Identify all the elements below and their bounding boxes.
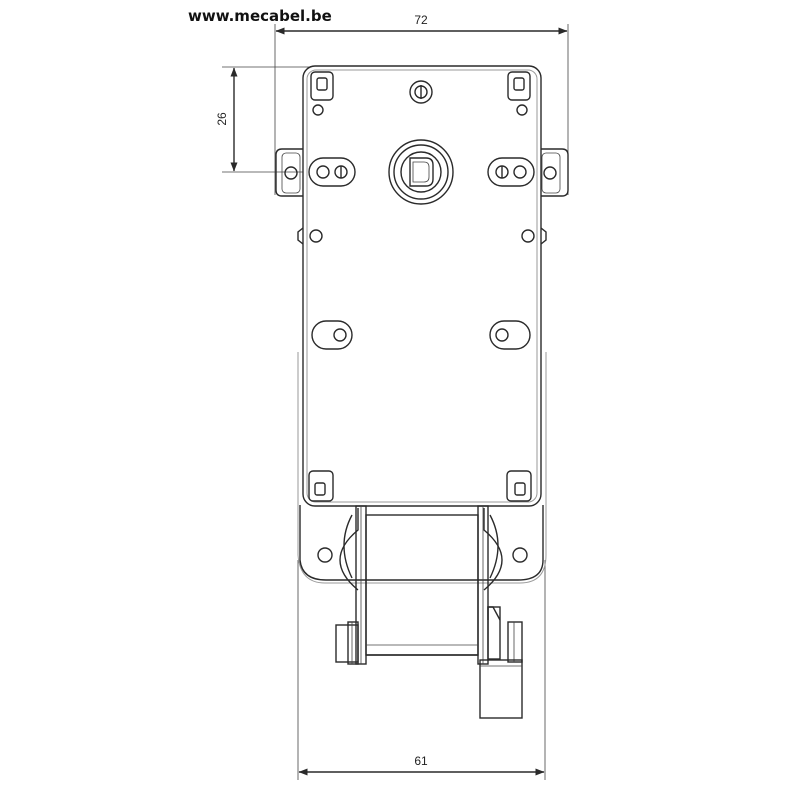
mount-hole-bottom-right xyxy=(512,547,528,563)
dimension-bottom-width-label: 61 xyxy=(414,754,428,768)
corner-holes-bottom xyxy=(308,470,532,502)
mount-hole-bottom-left xyxy=(317,547,333,563)
gearbox-plate xyxy=(302,65,542,507)
slot-left xyxy=(308,157,356,187)
mounting-ear-right xyxy=(541,148,569,197)
top-screw xyxy=(409,80,433,104)
output-shaft xyxy=(388,139,454,205)
dimension-top-width: 72 xyxy=(274,13,569,195)
slot-lower-left xyxy=(311,320,353,350)
motor-body xyxy=(335,505,523,719)
slot-right xyxy=(487,157,535,187)
hole-mid-left xyxy=(309,229,323,243)
dimension-top-width-label: 72 xyxy=(414,13,428,27)
dimension-bottom-width: 61 xyxy=(297,560,546,780)
mounting-ear-left xyxy=(275,148,303,197)
dimension-shaft-height-label: 26 xyxy=(215,112,229,126)
slot-lower-right xyxy=(489,320,531,350)
hole-mid-right xyxy=(521,229,535,243)
website-url[interactable]: www.mecabel.be xyxy=(188,7,332,25)
rear-housing xyxy=(297,352,547,584)
corner-holes-top xyxy=(310,71,531,116)
